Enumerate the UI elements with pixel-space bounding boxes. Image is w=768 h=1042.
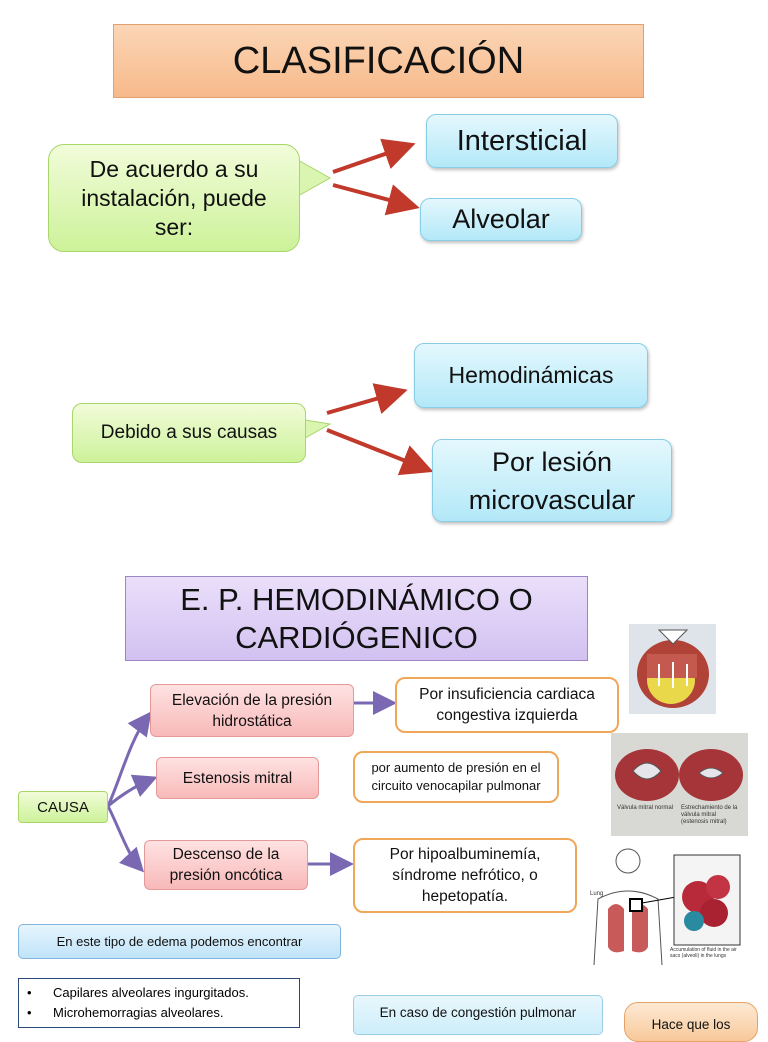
detail-label-2: por aumento de presión en el circuito ve… — [371, 760, 541, 793]
mitral-valve-photo: Válvula mitral normal Estrechamiento de … — [611, 733, 748, 836]
bubble-tail-1 — [297, 159, 332, 197]
cause-box-3: Descenso de la presión oncótica — [144, 840, 308, 890]
option-lesion-label: Por lesión microvascular — [468, 446, 636, 515]
option-intersticial-label: Intersticial — [456, 124, 588, 157]
connector-causa-1 — [106, 711, 152, 807]
bubble-tail-2 — [304, 419, 332, 439]
option-alveolar-label: Alveolar — [452, 204, 550, 234]
finding-item-1: • Capilares alveolares ingurgitados. — [27, 983, 299, 1003]
red-arrows — [326, 138, 434, 476]
cause-label-1: Elevación de la presión hidrostática — [171, 691, 333, 730]
hemodynamic-title-text: E. P. HEMODINÁMICO O CARDIÓGENICO — [180, 581, 533, 655]
connector-causa-3 — [106, 805, 145, 873]
partial-box: Hace que los — [624, 1002, 758, 1042]
findings-header: En este tipo de edema podemos encontrar — [18, 924, 341, 959]
option-lesion: Por lesión microvascular — [432, 439, 672, 522]
partial-label: Hace que los — [651, 1017, 731, 1032]
installation-bubble: De acuerdo a su instalación, puede ser: — [48, 144, 300, 252]
arrow-to-hemodinamicas — [326, 383, 408, 415]
valve-caption-right: Estrechamiento de la válvula mitral (est… — [681, 805, 738, 825]
finding-text-1: Capilares alveolares ingurgitados. — [53, 985, 249, 1000]
classification-title: CLASIFICACIÓN — [113, 24, 644, 98]
valve-caption-left: Válvula mitral normal — [617, 805, 674, 811]
installation-label: De acuerdo a su instalación, puede ser: — [81, 155, 267, 240]
hemodynamic-title: E. P. HEMODINÁMICO O CARDIÓGENICO — [125, 576, 588, 661]
purple-connectors — [106, 691, 397, 876]
cause-box-1: Elevación de la presión hidrostática — [150, 684, 354, 737]
cause-label-2: Estenosis mitral — [182, 769, 293, 787]
option-hemodinamicas: Hemodinámicas — [414, 343, 648, 408]
cause-box-2: Estenosis mitral — [156, 757, 319, 799]
congestion-box: En caso de congestión pulmonar — [353, 995, 603, 1035]
causes-label: Debido a sus causas — [100, 422, 278, 443]
alveoli-caption: Accumulation of fluid in the air sacs (a… — [670, 947, 737, 959]
detail-label-1: Por insuficiencia cardiaca congestiva iz… — [419, 686, 595, 724]
heart-illustration — [629, 624, 716, 714]
finding-text-2: Microhemorragias alveolares. — [53, 1005, 224, 1020]
arrow-to-alveolar — [332, 183, 420, 216]
cause-label-3: Descenso de la presión oncótica — [169, 846, 283, 884]
detail-box-1: Por insuficiencia cardiaca congestiva iz… — [395, 677, 619, 733]
congestion-label: En caso de congestión pulmonar — [379, 1005, 577, 1020]
arrow-to-intersticial — [332, 138, 416, 174]
findings-list: • Capilares alveolares ingurgitados. • Mic… — [18, 978, 300, 1028]
findings-header-label: En este tipo de edema podemos encontrar — [56, 934, 303, 949]
connector-causa-2 — [107, 774, 158, 808]
bullet-icon: • — [27, 985, 32, 1000]
arrow-to-lesion — [326, 428, 434, 476]
finding-item-2: • Microhemorragias alveolares. — [27, 1003, 299, 1023]
detail-box-3: Por hipoalbuminemía, síndrome nefrótico,… — [353, 838, 577, 913]
causes-bubble: Debido a sus causas — [72, 403, 306, 463]
detail-label-3: Por hipoalbuminemía, síndrome nefrótico,… — [389, 846, 541, 905]
option-hemodinamicas-label: Hemodinámicas — [448, 362, 614, 388]
causa-box: CAUSA — [18, 791, 108, 823]
lungs-alveoli-illustration: Lung Accumulation of fluid in the air sa… — [586, 847, 744, 965]
bullet-icon: • — [27, 1005, 32, 1020]
option-alveolar: Alveolar — [420, 198, 582, 241]
causa-label: CAUSA — [37, 798, 89, 816]
detail-box-2: por aumento de presión en el circuito ve… — [353, 751, 559, 803]
lung-label: Lung — [590, 891, 604, 897]
option-intersticial: Intersticial — [426, 114, 618, 168]
